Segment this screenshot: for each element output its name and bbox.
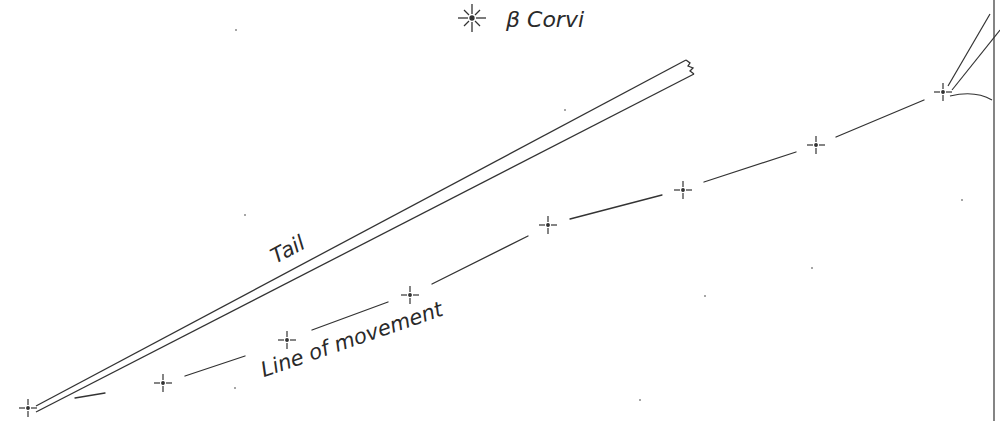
paper-specks [234, 29, 963, 401]
tail-label: Tail [267, 232, 309, 269]
bright-star [458, 4, 486, 32]
comet-head [948, 0, 1000, 421]
comet-tail [36, 60, 694, 412]
star-name: β Corvi [506, 8, 584, 32]
comet-positions [19, 83, 952, 417]
movement-line [75, 100, 924, 398]
movement-label: Line of movement [258, 298, 446, 382]
